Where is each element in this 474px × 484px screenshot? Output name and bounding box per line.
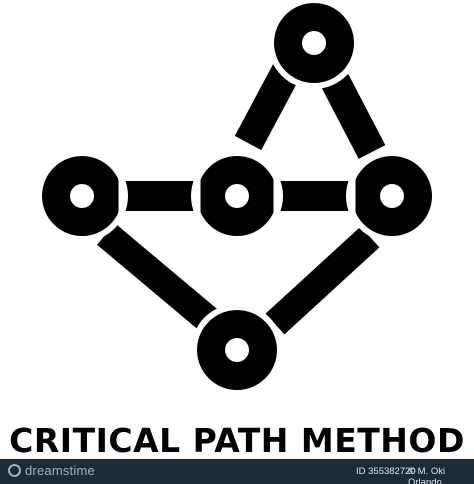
- logo-ring-icon: [8, 464, 21, 477]
- edge-top-to-right: [321, 74, 386, 159]
- edge-center-to-right: [277, 181, 351, 211]
- edge-right-to-bottom: [265, 226, 380, 335]
- node-center: [191, 150, 283, 242]
- edge-top-to-center-right: [234, 62, 301, 151]
- network-edges: [96, 62, 386, 335]
- node-left: [36, 150, 128, 242]
- edge-left-to-center: [120, 181, 197, 211]
- author-credit: © M. Oki Orlando: [408, 466, 446, 484]
- dreamstime-logo: dreamstime: [8, 463, 95, 478]
- node-bottom: [191, 304, 283, 396]
- image-id-label: ID 355382720: [356, 466, 416, 477]
- edge-gap-accents: [118, 178, 356, 214]
- stock-footer-bar: dreamstime ID 355382720 © M. Oki Orlando: [0, 459, 474, 484]
- node-top: [268, 0, 360, 89]
- critical-path-network-icon: [36, 0, 438, 396]
- edge-left-to-bottom: [96, 223, 222, 334]
- diagram-caption: CRITICAL PATH METHOD: [9, 420, 465, 460]
- logo-wordmark: dreamstime: [25, 463, 95, 478]
- node-right: [346, 150, 438, 242]
